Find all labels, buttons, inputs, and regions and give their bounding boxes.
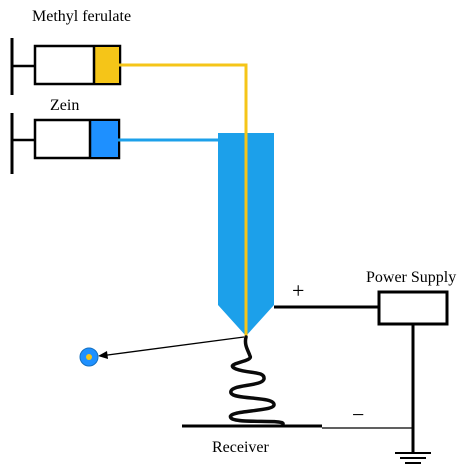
syringe-zein-fill <box>90 121 118 157</box>
callout-arrow-line <box>99 336 245 357</box>
syringe-zein <box>10 113 121 174</box>
fiber-cross-section <box>79 336 245 367</box>
power-supply-label: Power Supply <box>366 269 457 286</box>
zein-label: Zein <box>50 97 80 114</box>
feed-tubes <box>118 63 248 338</box>
callout-arrowhead <box>98 351 108 359</box>
fiber-jet <box>229 335 285 426</box>
syringe-methyl-ferulate-fill <box>94 47 119 83</box>
negative-terminal-label: − <box>352 402 365 427</box>
power-supply-box <box>377 290 449 326</box>
power-supply-circuit <box>274 290 449 464</box>
methyl-ferulate-tube <box>119 63 248 338</box>
positive-terminal-label: + <box>292 278 305 303</box>
receiver-label: Receiver <box>212 439 269 456</box>
fiber-core <box>86 354 92 360</box>
syringe-methyl-ferulate <box>10 38 122 95</box>
fiber-spiral <box>229 335 285 426</box>
methyl-ferulate-label: Methyl ferulate <box>32 8 132 25</box>
